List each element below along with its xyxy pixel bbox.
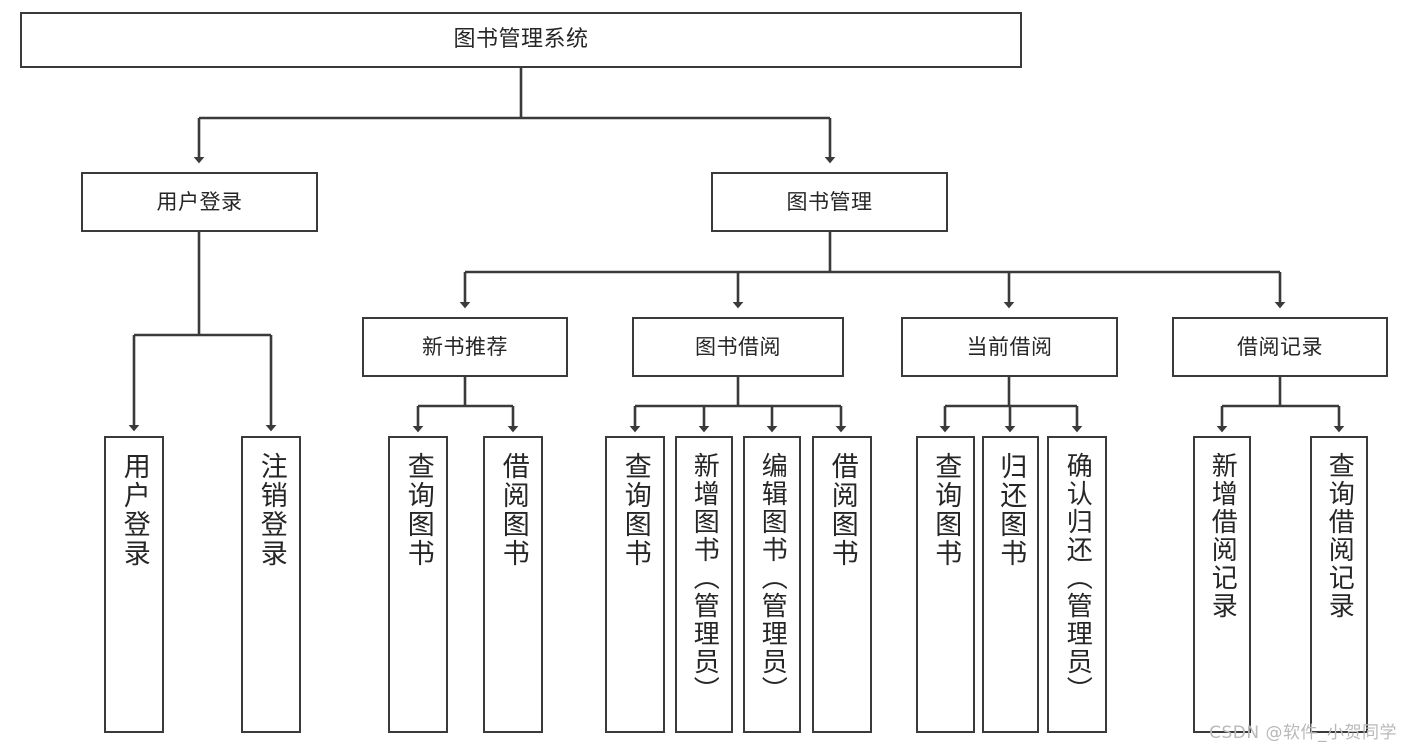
leaf-query-borrow-record[interactable]: 查询借阅记录 <box>1310 436 1368 733</box>
node-label: 编辑图书（管理员） <box>757 452 788 704</box>
node-label: 新增借阅记录 <box>1207 452 1238 620</box>
node-label: 查询图书 <box>402 452 434 568</box>
node-borrow-record[interactable]: 借阅记录 <box>1172 317 1388 377</box>
leaf-logout[interactable]: 注销登录 <box>241 436 301 733</box>
leaf-add-book-admin[interactable]: 新增图书（管理员） <box>675 436 733 733</box>
node-root-system[interactable]: 图书管理系统 <box>20 12 1022 68</box>
node-label: 图书管理系统 <box>453 27 589 53</box>
csdn-watermark: CSDN @软件_小贺同学 <box>1209 723 1397 743</box>
node-label: 借阅记录 <box>1237 334 1323 359</box>
node-new-book-recommend[interactable]: 新书推荐 <box>362 317 568 377</box>
leaf-edit-book-admin[interactable]: 编辑图书（管理员） <box>743 436 801 733</box>
node-book-borrow[interactable]: 图书借阅 <box>632 317 844 377</box>
node-label: 确认归还（管理员） <box>1062 452 1093 704</box>
node-label: 归还图书 <box>995 452 1027 568</box>
node-label: 注销登录 <box>255 452 287 568</box>
leaf-new-book-query[interactable]: 查询图书 <box>388 436 448 733</box>
node-label: 借阅图书 <box>826 452 858 568</box>
node-label: 查询图书 <box>619 452 651 568</box>
leaf-current-query-book[interactable]: 查询图书 <box>916 436 975 733</box>
node-label: 用户登录 <box>118 452 150 568</box>
leaf-borrow-book[interactable]: 借阅图书 <box>812 436 872 733</box>
node-current-borrow[interactable]: 当前借阅 <box>901 317 1118 377</box>
leaf-new-book-borrow[interactable]: 借阅图书 <box>483 436 543 733</box>
node-label: 查询图书 <box>930 452 962 568</box>
node-book-manage[interactable]: 图书管理 <box>711 172 948 232</box>
node-label: 借阅图书 <box>497 452 529 568</box>
leaf-user-login[interactable]: 用户登录 <box>104 436 164 733</box>
node-label: 查询借阅记录 <box>1324 452 1355 620</box>
node-label: 图书借阅 <box>695 334 781 359</box>
node-label: 图书管理 <box>786 189 873 214</box>
leaf-add-borrow-record[interactable]: 新增借阅记录 <box>1193 436 1251 733</box>
node-label: 新书推荐 <box>422 334 508 359</box>
node-label: 当前借阅 <box>966 334 1053 359</box>
leaf-borrow-query-book[interactable]: 查询图书 <box>605 436 665 733</box>
leaf-confirm-return-admin[interactable]: 确认归还（管理员） <box>1047 436 1107 733</box>
node-label: 新增图书（管理员） <box>689 452 720 704</box>
node-label: 用户登录 <box>156 189 243 214</box>
node-user-login[interactable]: 用户登录 <box>81 172 318 232</box>
leaf-return-book[interactable]: 归还图书 <box>982 436 1039 733</box>
